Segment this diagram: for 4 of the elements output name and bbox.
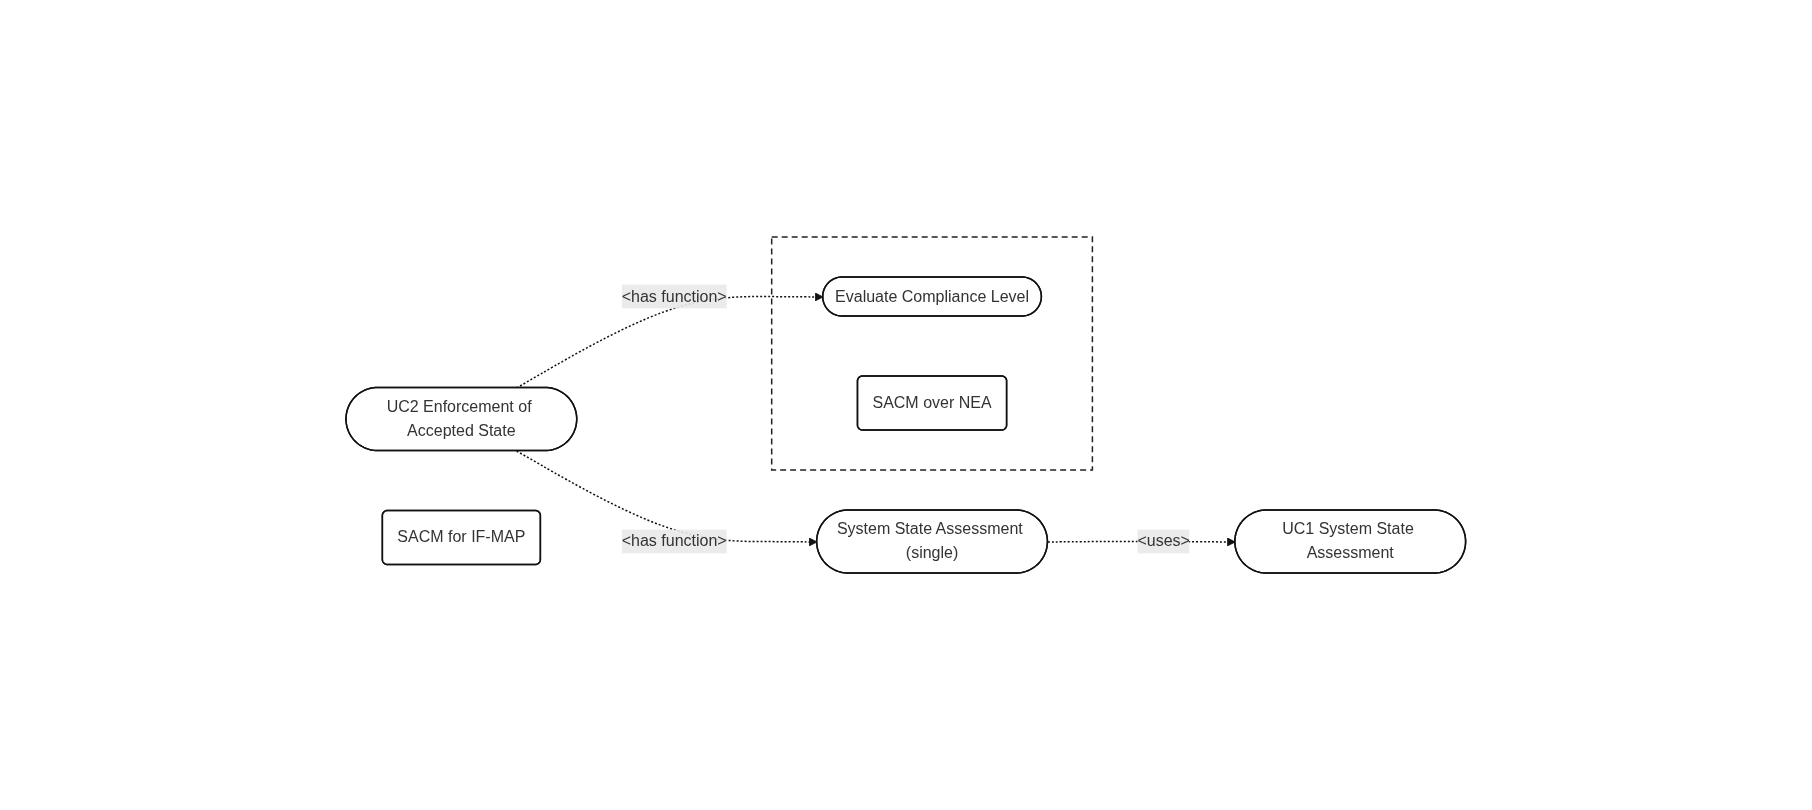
edge-label: <uses> [1137,532,1191,550]
cluster [771,236,1094,471]
edge-label: <has function> [621,287,727,305]
edge-label: <has function> [621,532,727,550]
